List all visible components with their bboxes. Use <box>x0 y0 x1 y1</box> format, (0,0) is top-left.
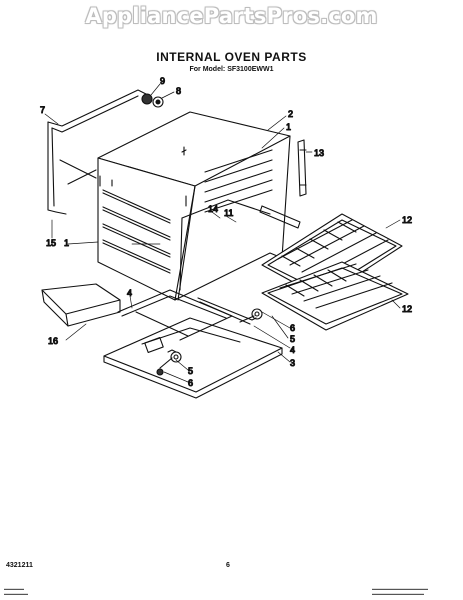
callout-4-right: 4 <box>290 345 295 355</box>
callout-1-left: 1 <box>64 238 69 248</box>
oven-liner <box>97 111 291 301</box>
callout-8: 8 <box>176 86 181 96</box>
callout-11: 11 <box>224 208 233 218</box>
callout-12-upper: 12 <box>402 215 412 225</box>
oven-rack-lower <box>261 261 409 331</box>
oven-rack-upper <box>261 213 403 299</box>
oven-frame-trim <box>47 89 147 215</box>
callout-9: 9 <box>160 76 165 86</box>
fine-print-right: ▬▬▬▬▬▬▬▬▬▬▬▬▬▬▬▬▬▬▬▬▬▬▬▬▬▬▬ <box>372 586 428 596</box>
oven-light-assembly <box>141 93 164 108</box>
callout-5-right: 5 <box>290 334 295 344</box>
callout-15: 15 <box>46 238 56 248</box>
callout-5-bottom: 5 <box>188 366 193 376</box>
callout-3: 3 <box>290 358 295 368</box>
insulation-strip <box>259 205 301 229</box>
document-number: 4321211 <box>6 562 33 569</box>
callout-13: 13 <box>314 148 324 158</box>
front-vent-trim <box>41 283 121 327</box>
callout-12-lower: 12 <box>402 304 412 314</box>
model-subtitle: For Model: SF3100EWW1 <box>189 66 274 73</box>
fine-print-left: ▬▬▬▬▬▬▬▬▬▬▬ <box>4 586 28 596</box>
callout-7: 7 <box>40 105 45 115</box>
callout-16: 16 <box>48 336 58 346</box>
callout-2: 2 <box>288 109 293 119</box>
callout-6-bottom: 6 <box>188 378 193 388</box>
page-number: 6 <box>226 562 230 569</box>
callout-14: 14 <box>208 204 218 214</box>
element-grommets <box>156 308 263 376</box>
bottom-tray <box>103 317 283 399</box>
diagram-title: INTERNAL OVEN PARTS <box>156 50 307 64</box>
callout-4-left: 4 <box>127 288 132 298</box>
rack-support-bracket <box>297 139 307 197</box>
callout-6-right: 6 <box>290 323 295 333</box>
callout-1-right: 1 <box>286 122 291 132</box>
callout-leaders <box>44 83 401 383</box>
watermark: AppliancePartsPros.com <box>85 4 378 28</box>
